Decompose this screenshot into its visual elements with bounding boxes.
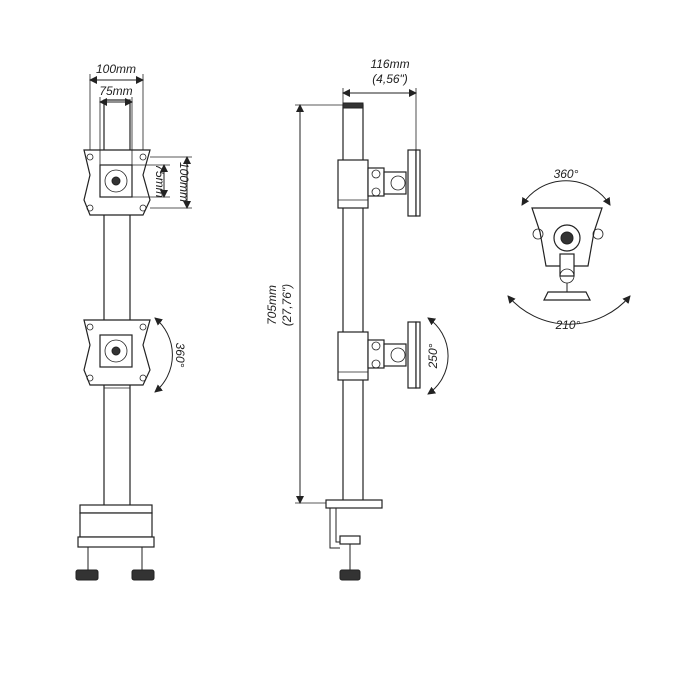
detail-view: 360° 210° xyxy=(507,167,631,332)
side-view: 116mm (4,56") 705mm (27,76") 250° xyxy=(265,57,449,581)
rotation-label-detail: 360° xyxy=(554,167,579,181)
rotation-label-front: 360° xyxy=(173,343,187,368)
depth-label: 116mm xyxy=(370,57,409,71)
vesa-height-inner-label: 75mm xyxy=(153,164,167,197)
desk-clamp-side xyxy=(325,499,383,581)
vesa-plate-lower xyxy=(83,319,151,386)
height-inches-label: (27,76") xyxy=(280,284,294,326)
arm-lower xyxy=(337,321,421,389)
front-view: 100mm 75mm 75mm 100mm 360° xyxy=(75,62,192,581)
vesa-width-inner-label: 75mm xyxy=(99,84,132,98)
vesa-plate-upper xyxy=(83,149,151,216)
height-label: 705mm xyxy=(265,285,279,325)
vesa-height-outer-label: 100mm xyxy=(177,162,191,202)
arm-upper xyxy=(337,149,421,217)
swivel-label: 210° xyxy=(555,318,581,332)
tilt-label: 250° xyxy=(426,343,440,369)
desk-clamp-front xyxy=(75,504,155,581)
vesa-width-outer-label: 100mm xyxy=(96,62,136,76)
depth-inches-label: (4,56") xyxy=(372,72,408,86)
